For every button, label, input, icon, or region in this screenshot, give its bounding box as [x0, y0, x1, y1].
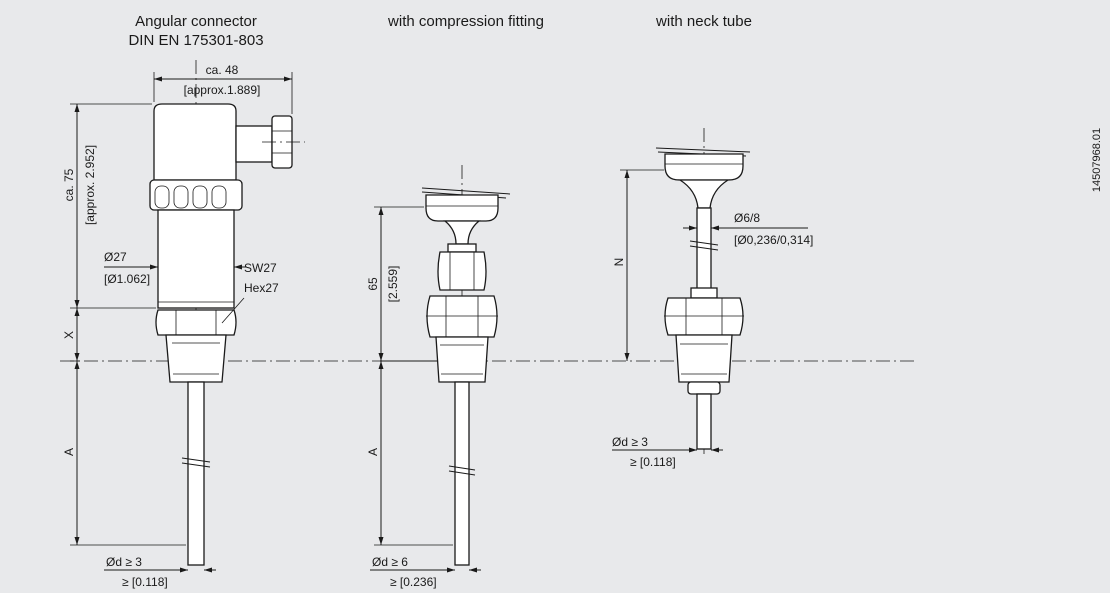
svg-text:[approx.1.889]: [approx.1.889] [184, 83, 261, 97]
dimensions-compression-fitting: 65 [2.559] A Ød ≥ 6 ≥ [0.236] [366, 206, 481, 589]
svg-text:[approx. 2.952]: [approx. 2.952] [83, 145, 97, 225]
svg-text:[Ø1.062]: [Ø1.062] [104, 272, 150, 286]
view-compression-fitting [421, 165, 511, 566]
document-number: 14507968.01 [1091, 128, 1103, 192]
svg-text:≥ [0.118]: ≥ [0.118] [630, 455, 676, 469]
svg-text:Ø27: Ø27 [104, 250, 127, 264]
svg-text:Ød ≥ 3: Ød ≥ 3 [612, 435, 648, 449]
dimensions-neck-tube: N Ø6/8 [Ø0,236/0,314] Ød ≥ 3 ≥ [0.118] [612, 169, 813, 469]
svg-text:65: 65 [366, 277, 380, 291]
svg-text:Ø6/8: Ø6/8 [734, 211, 760, 225]
angular-connector-housing [153, 103, 237, 181]
svg-text:A: A [62, 448, 76, 456]
svg-text:≥ [0.118]: ≥ [0.118] [122, 575, 168, 589]
case-head [425, 194, 499, 222]
neck-tube [696, 207, 712, 297]
neck-thread [675, 334, 733, 383]
view-neck-tube [655, 128, 751, 455]
heading-angular-connector: Angular connector [135, 13, 257, 30]
heading-compression-fitting: with compression fitting [387, 13, 544, 30]
svg-text:X: X [62, 331, 76, 339]
probe-stem-3 [696, 393, 712, 450]
process-thread [165, 334, 227, 383]
svg-text:[2.559]: [2.559] [386, 266, 400, 303]
view-angular-connector [149, 60, 305, 566]
svg-text:Ød ≥ 6: Ød ≥ 6 [372, 555, 408, 569]
compression-nut [437, 251, 487, 291]
fitting-thread [435, 336, 489, 383]
svg-text:N: N [612, 258, 626, 267]
dimensions-angular-connector: ca. 48 [approx.1.889] ca. 75 [approx. 2.… [62, 63, 293, 589]
knurled-nut [149, 179, 243, 211]
svg-text:ca. 75: ca. 75 [62, 168, 76, 201]
svg-text:A: A [366, 448, 380, 456]
neck-case-head [664, 153, 744, 181]
neck-hex [664, 297, 744, 336]
svg-text:≥ [0.236]: ≥ [0.236] [390, 575, 437, 589]
hex-nut-sw27 [155, 309, 237, 336]
probe-stem-1 [187, 381, 205, 566]
svg-text:Ød ≥ 3: Ød ≥ 3 [106, 555, 142, 569]
heading-neck-tube: with neck tube [655, 13, 752, 30]
svg-text:Hex27: Hex27 [244, 281, 279, 295]
heading-din-standard: DIN EN 175301-803 [128, 32, 263, 49]
transmitter-body [157, 209, 235, 309]
fitting-hex [426, 295, 498, 338]
svg-text:SW27: SW27 [244, 261, 277, 275]
svg-text:[Ø0,236/0,314]: [Ø0,236/0,314] [734, 233, 813, 247]
svg-text:ca. 48: ca. 48 [206, 63, 239, 77]
